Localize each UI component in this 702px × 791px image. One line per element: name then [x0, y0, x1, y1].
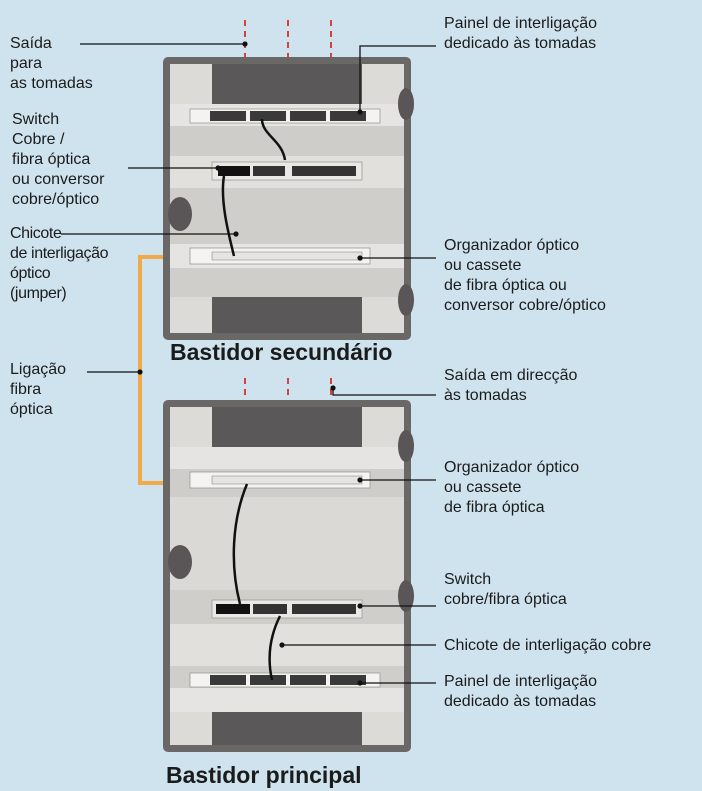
- fiber-organizer-bottom: [189, 471, 371, 489]
- cable-ring-icon: [168, 545, 192, 579]
- copper-patch-cable: [268, 615, 282, 681]
- outlet-dashes-bottom: [244, 378, 332, 400]
- cable-ring-icon: [168, 197, 192, 231]
- patch-panel-bottom: [189, 672, 381, 688]
- cable-ring-icon: [398, 284, 414, 316]
- copper-patch-cable: [260, 118, 287, 161]
- label-organizador-top: Organizador óptico ou cassete de fibra ó…: [444, 237, 606, 314]
- cable-ring-icon: [398, 430, 414, 462]
- label-saida-direccao: Saída em direcção às tomadas: [444, 367, 578, 404]
- switch-bottom: [211, 599, 363, 619]
- cable-ring-icon: [398, 88, 414, 120]
- label-saida-tomadas: Saída para as tomadas: [10, 35, 93, 92]
- secondary-cabinet: [163, 57, 414, 340]
- leader-dots: [137, 41, 363, 686]
- cable-ring-icon: [398, 580, 414, 612]
- title-bastidor-secundario: Bastidor secundário: [170, 339, 393, 365]
- fiber-organizer-top: [189, 247, 371, 265]
- leader-lines: [61, 43, 436, 684]
- main-cabinet: [163, 400, 414, 752]
- title-bastidor-principal: Bastidor principal: [166, 762, 362, 788]
- label-chicote-cobre: Chicote de interligação cobre: [444, 637, 652, 654]
- outlet-dashes-top: [244, 20, 332, 58]
- fiber-jumper: [232, 483, 249, 605]
- label-organizador-bottom: Organizador óptico ou cassete de fibra ó…: [444, 459, 580, 516]
- patch-panel-top: [189, 108, 381, 124]
- switch-top: [211, 161, 363, 181]
- label-painel-top: Painel de interligação dedicado às tomad…: [444, 15, 597, 52]
- label-ligacao-fibra: Ligação fibra óptica: [10, 361, 67, 418]
- fiber-jumper: [221, 175, 236, 257]
- label-switch-bottom: Switch cobre/fibra óptica: [444, 571, 567, 608]
- label-painel-bottom: Painel de interligação dedicado às tomad…: [444, 673, 597, 710]
- label-chicote-optico: Chicote de interligação óptico (jumper): [10, 225, 109, 302]
- label-switch-cobre-fibra: Switch Cobre / fibra óptica ou conversor…: [12, 111, 105, 208]
